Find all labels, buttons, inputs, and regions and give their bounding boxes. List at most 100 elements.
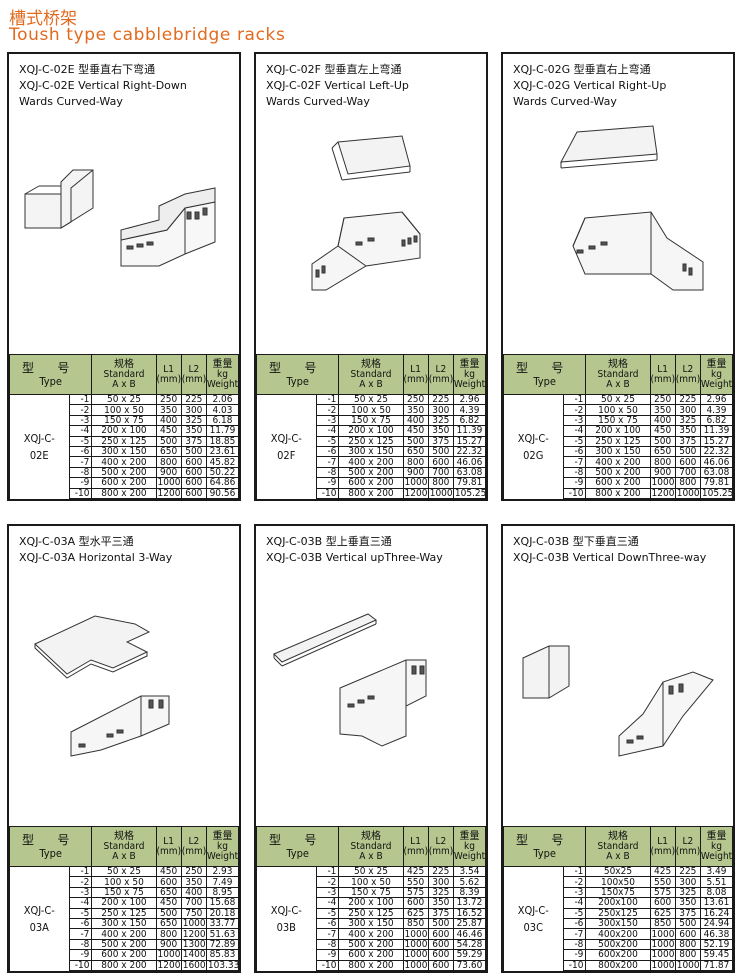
suffix-cell: -10 [562,487,587,500]
spec-cell: 100x50 [585,876,651,888]
l1-cell: 900 [155,938,182,951]
weight-cell: 4.03 [205,404,240,416]
header-l1: L1(mm) [155,354,182,396]
l2-cell: 375 [674,435,701,448]
spec-cell: 150 x 75 [338,414,404,427]
suffix-cell: -7 [562,928,587,940]
suffix-cell: -4 [68,897,93,909]
spec-cell: 250 x 125 [91,907,157,920]
product-caption: XQJ-C-02G 型垂直右上弯通 XQJ-C-02G Vertical Rig… [513,63,667,108]
l2-cell: 225 [180,394,207,406]
l1-cell: 400 [402,414,429,427]
l1-cell: 600 [402,897,429,909]
spec-cell: 200 x 100 [91,425,157,437]
suffix-cell: -8 [315,466,340,479]
model-code: XQJ-C-02G [503,394,564,499]
l2-cell: 400 [180,886,207,899]
l1-cell: 650 [155,446,182,458]
weight-cell: 3.54 [452,866,487,878]
suffix-cell: -10 [562,959,587,972]
weight-cell: 51.63 [205,928,240,940]
spec-cell: 300x150 [585,918,651,930]
weight-cell: 2.93 [205,866,240,878]
suffix-cell: -6 [315,446,340,458]
l1-cell: 1200 [402,487,429,500]
suffix-cell: -7 [315,928,340,940]
spec-cell: 800 x 200 [585,487,651,500]
l2-cell: 500 [674,446,701,458]
spec-cell: 600 x 200 [585,477,651,489]
suffix-cell: -1 [562,394,587,406]
l2-cell: 1400 [180,949,207,961]
weight-cell: 33.77 [205,918,240,930]
weight-cell: 11.39 [452,425,487,437]
spec-cell: 250 x 125 [338,907,404,920]
weight-cell: 79.81 [699,477,734,489]
l1-cell: 425 [649,866,676,878]
spec-cell: 500 x 200 [338,938,404,951]
product-caption: XQJ-C-03A 型水平三通 XQJ-C-03A Horizontal 3-W… [19,535,173,564]
product-panel-02f: XQJ-C-02F 型垂直左上弯通 XQJ-C-02F Vertical Lef… [254,52,488,501]
weight-cell: 2.06 [205,394,240,406]
spec-cell: 300 x 150 [338,446,404,458]
l1-cell: 1000 [402,477,429,489]
l1-cell: 1000 [649,949,676,961]
l2-cell: 225 [427,866,454,878]
l1-cell: 350 [649,404,676,416]
weight-cell: 71.87 [699,959,734,972]
l1-cell: 250 [155,394,182,406]
spec-cell: 50x25 [585,866,651,878]
weight-cell: 85.83 [205,949,240,961]
spec-cell: 100 x 50 [338,404,404,416]
spec-cell: 200x100 [585,897,651,909]
spec-cell: 150 x 75 [91,414,157,427]
weight-cell: 6.82 [452,414,487,427]
suffix-cell: -5 [562,435,587,448]
weight-cell: 8.95 [205,886,240,899]
l2-cell: 700 [180,897,207,909]
spec-cell: 50 x 25 [91,866,157,878]
suffix-cell: -4 [315,425,340,437]
l1-cell: 1000 [402,928,429,940]
weight-cell: 79.81 [452,477,487,489]
header-l1: L1(mm) [649,354,676,396]
l1-cell: 1200 [155,959,182,972]
spec-cell: 100 x 50 [91,876,157,888]
l1-cell: 900 [155,466,182,479]
l2-cell: 375 [427,907,454,920]
l2-cell: 600 [427,949,454,961]
header-l1: L1(mm) [402,354,429,396]
l1-cell: 650 [155,886,182,899]
l2-cell: 325 [427,886,454,899]
l2-cell: 1000 [674,487,701,500]
l1-cell: 850 [649,918,676,930]
weight-cell: 15.68 [205,897,240,909]
weight-cell: 4.39 [699,404,734,416]
spec-cell: 200 x 100 [585,425,651,437]
l2-cell: 600 [180,477,207,489]
product-panel-03b: XQJ-C-03B 型上垂直三通 XQJ-C-03B Vertical upTh… [254,524,488,973]
